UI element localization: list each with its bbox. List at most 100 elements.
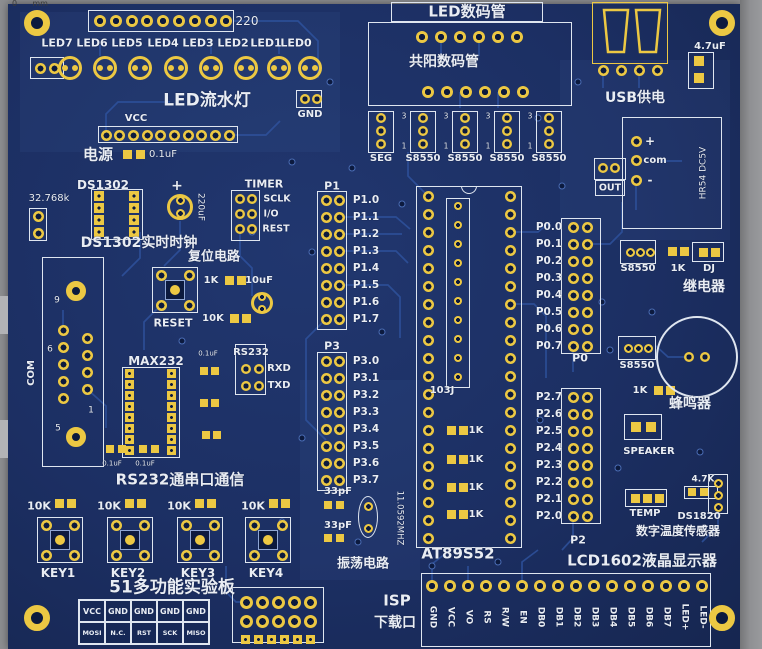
silk-label: USB供电 (604, 90, 666, 106)
lcd-pin-label: EN (517, 610, 528, 624)
pad-round (422, 532, 434, 544)
pad-round (422, 442, 434, 454)
pin-label: P1.4 (352, 261, 380, 274)
silk-label: 4.7uF (694, 41, 726, 52)
silk-label: LED1 (250, 36, 282, 50)
silk-label: P2 (570, 533, 586, 547)
pad-square (679, 246, 689, 256)
switch-outline (152, 267, 198, 313)
pad-round (504, 262, 516, 274)
silk-label: 33pF (324, 520, 352, 531)
silk-label: 蜂鸣器 (669, 396, 711, 412)
pad-round (320, 406, 332, 418)
pad-round (581, 255, 593, 267)
pad-round (155, 129, 167, 141)
pad-square (151, 445, 159, 453)
silk-label: S8550 (531, 153, 567, 164)
silk-label: 9 (54, 295, 60, 306)
pin-label: P0.3 (535, 271, 563, 284)
pad-square (324, 534, 332, 542)
pad-round (422, 352, 434, 364)
pad-round (544, 126, 554, 136)
pad-round (567, 391, 579, 403)
pad-round (567, 238, 579, 250)
silk-label: - (647, 173, 653, 187)
pad-round (333, 372, 345, 384)
pad-round (300, 94, 310, 104)
pad-square (642, 493, 652, 503)
silk-label: 1 (401, 141, 407, 151)
pad-round (498, 580, 510, 592)
pad-round (567, 408, 579, 420)
silk-label: SCLK (263, 193, 291, 205)
lcd-pin-label: DB7 (661, 606, 672, 628)
lcd-pin-label: LED- (697, 605, 708, 629)
pad-square (139, 445, 147, 453)
silk-label: 0.1uF (135, 459, 155, 468)
silk-outline (317, 191, 347, 330)
pad-round (81, 349, 93, 361)
pad-square (458, 425, 468, 435)
led-pad (142, 65, 148, 71)
pin-label: P2.2 (535, 475, 563, 488)
silk-label: 1K (468, 509, 484, 520)
pad-square (446, 454, 456, 464)
silk-outline (368, 111, 394, 153)
pad-round (333, 211, 345, 223)
pad-round (422, 496, 434, 508)
pad-round (516, 580, 528, 592)
pad-round (460, 86, 472, 98)
pad-round (610, 163, 620, 173)
silk-label: 10K (202, 313, 224, 324)
pad-round (235, 224, 245, 234)
pad-square (694, 73, 704, 83)
pad-round (623, 343, 633, 353)
pad-round (422, 334, 434, 346)
silk-outline (692, 242, 724, 262)
pad-round (597, 64, 609, 76)
ruler-origin-label: 0 mm (12, 0, 48, 8)
pin-label: P1.2 (352, 227, 380, 240)
silk-label: GND (297, 109, 323, 120)
pad-round (32, 227, 44, 239)
pad-square (124, 423, 134, 433)
pad-round (127, 129, 139, 141)
pad-round (376, 126, 386, 136)
led-pad (213, 65, 219, 71)
pad-round (454, 354, 462, 362)
pin-label: P2.7 (535, 390, 563, 403)
silk-label: S8550 (619, 360, 655, 371)
pin-label: P1.3 (352, 244, 380, 257)
pad-round (303, 614, 317, 628)
pad-round (210, 129, 222, 141)
silk-label: TIMER (244, 177, 284, 191)
silk-label: + (644, 134, 656, 148)
pad-round (271, 595, 285, 609)
silk-label: 1 (485, 141, 491, 151)
pad-square (129, 191, 139, 201)
pad-round (567, 323, 579, 335)
lcd-pin-label: DB6 (643, 606, 654, 628)
pad-round (180, 549, 192, 561)
pad-round (552, 580, 564, 592)
crystal-outline (358, 496, 378, 538)
pin-label: P0.4 (535, 288, 563, 301)
silk-outline (122, 367, 180, 458)
pad-round (422, 262, 434, 274)
led-pad (203, 65, 209, 71)
silk-label: OUT (598, 182, 622, 194)
silk-label: 3 (485, 111, 491, 121)
pad-round (303, 595, 317, 609)
pad-round (320, 296, 332, 308)
pad-round (581, 459, 593, 471)
pad-round (235, 209, 245, 219)
silk-label: DJ (702, 263, 716, 274)
switch-cap (125, 535, 135, 545)
pad-round (320, 389, 332, 401)
pad-square (135, 149, 145, 159)
buzzer-outline (656, 316, 738, 398)
pin-label: P0.5 (535, 305, 563, 318)
pad-round (173, 15, 185, 27)
pad-round (504, 316, 516, 328)
